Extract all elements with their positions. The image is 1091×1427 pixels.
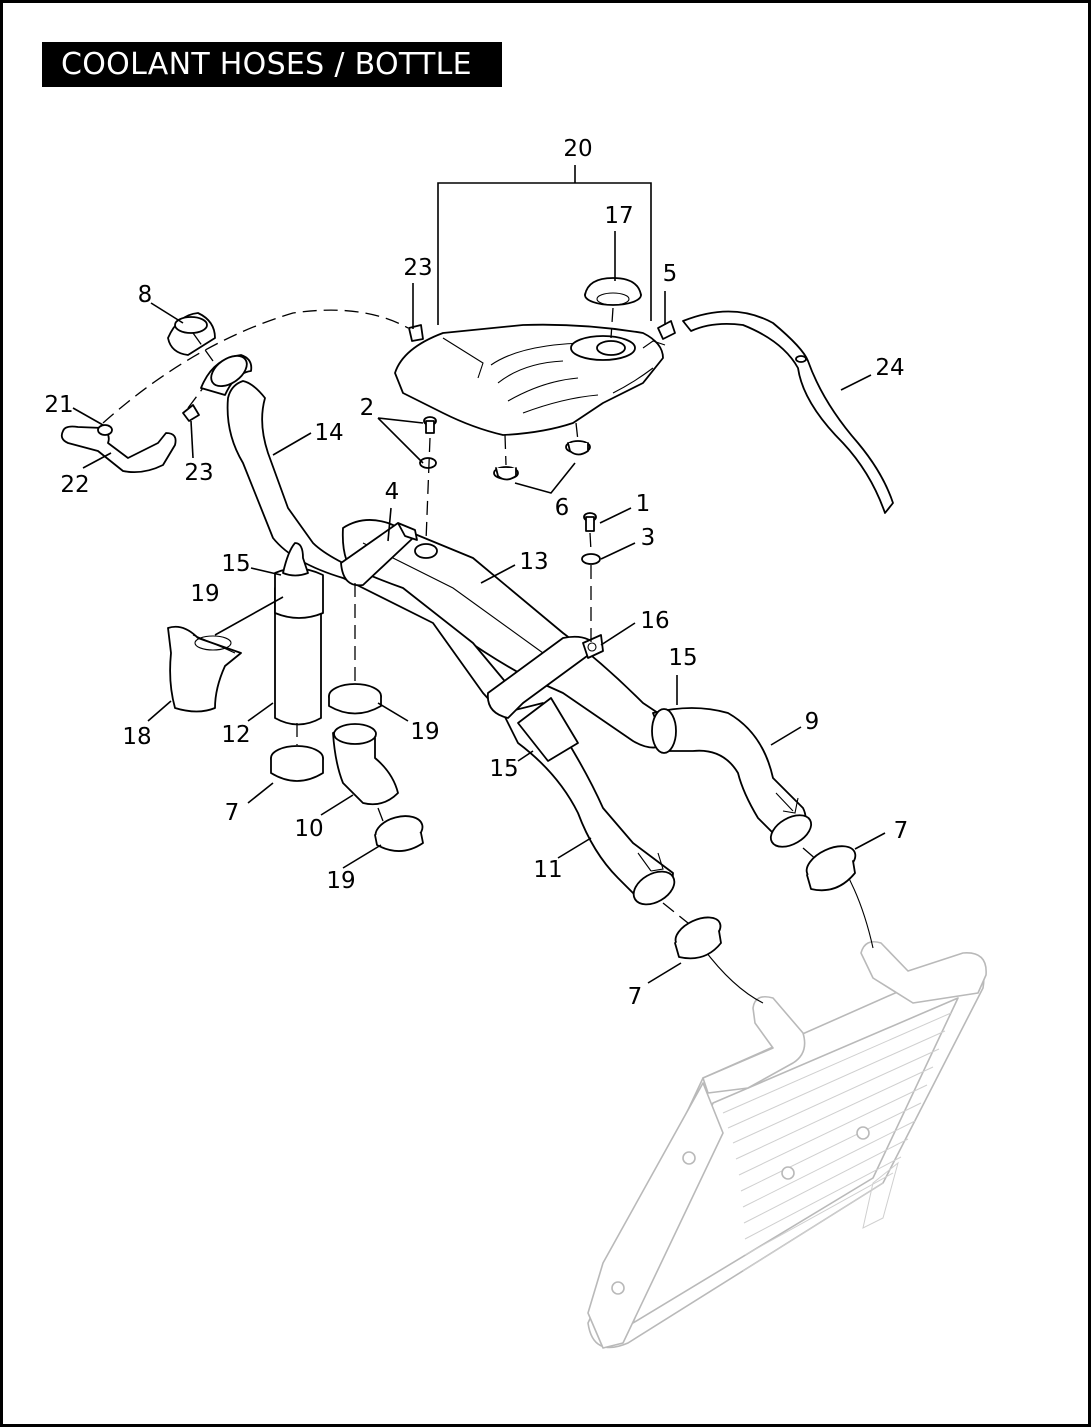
callout-1: 1 — [636, 491, 651, 517]
callout-5: 5 — [663, 261, 678, 287]
callout-19-mid: 19 — [410, 719, 439, 745]
clamp-7-bottom — [674, 916, 722, 960]
callout-19-lower: 19 — [326, 868, 355, 894]
callout-18: 18 — [122, 724, 151, 750]
shield-18 — [167, 625, 242, 713]
callout-12: 12 — [221, 722, 250, 748]
callout-15-left: 15 — [221, 551, 250, 577]
clamp-19-upper — [328, 683, 382, 715]
clamp-7-right — [805, 845, 857, 892]
clamp-7-left — [270, 745, 324, 782]
grommets-6 — [493, 440, 591, 481]
coolant-hoses-diagram: 20 17 5 23 8 24 21 2 14 23 22 4 1 6 3 13… — [44, 136, 987, 1349]
callout-13: 13 — [519, 549, 548, 575]
pipe-12 — [274, 542, 324, 726]
fitting-5 — [657, 320, 676, 340]
callout-16: 16 — [640, 608, 669, 634]
clamp-19-left — [194, 635, 232, 651]
callout-17: 17 — [604, 203, 633, 229]
cap-17 — [584, 277, 642, 306]
fitting-23-top — [408, 324, 424, 342]
callout-19-left: 19 — [190, 581, 219, 607]
fitting-23-left — [182, 404, 200, 422]
callout-23-left: 23 — [184, 460, 213, 486]
hose-9 — [651, 707, 813, 848]
hose-14 — [200, 354, 524, 716]
callout-24: 24 — [875, 355, 904, 381]
callout-4: 4 — [385, 479, 400, 505]
washer-3 — [581, 553, 601, 565]
coolant-bottle-20 — [394, 323, 666, 436]
leader-lines — [72, 165, 886, 984]
page-title: COOLANT HOSES / BOTTLE — [42, 42, 502, 87]
callout-11: 11 — [533, 857, 562, 883]
assembly-lines — [102, 307, 819, 924]
callout-15-right: 15 — [668, 645, 697, 671]
sleeve-15-lower — [517, 697, 579, 762]
callout-22: 22 — [60, 472, 89, 498]
callout-14: 14 — [314, 420, 343, 446]
callout-8: 8 — [138, 282, 153, 308]
callout-21: 21 — [44, 392, 73, 418]
clamp-16 — [486, 634, 604, 719]
callout-3: 3 — [641, 525, 656, 551]
callout-7-right: 7 — [894, 818, 909, 844]
screw-2 — [414, 416, 438, 559]
callout-7-bottom: 7 — [628, 984, 643, 1010]
cap-8 — [167, 312, 216, 356]
callout-7-left: 7 — [225, 800, 240, 826]
screw-1 — [583, 512, 597, 532]
callout-2: 2 — [360, 395, 375, 421]
callout-23-top: 23 — [403, 255, 432, 281]
clamp-19-lower — [374, 815, 424, 852]
callout-15-lower: 15 — [489, 756, 518, 782]
callout-6: 6 — [555, 495, 570, 521]
callout-20: 20 — [563, 136, 592, 162]
callout-labels: 20 17 5 23 8 24 21 2 14 23 22 4 1 6 3 13… — [44, 136, 908, 1010]
callout-10: 10 — [294, 816, 323, 842]
callout-9: 9 — [805, 709, 820, 735]
radiator-connection-lines — [702, 870, 874, 1004]
radiator-ghost — [587, 940, 987, 1349]
hose-24 — [682, 310, 894, 514]
elbow-10 — [332, 723, 399, 806]
hose-22 — [60, 424, 177, 474]
clamp-4 — [340, 522, 418, 587]
